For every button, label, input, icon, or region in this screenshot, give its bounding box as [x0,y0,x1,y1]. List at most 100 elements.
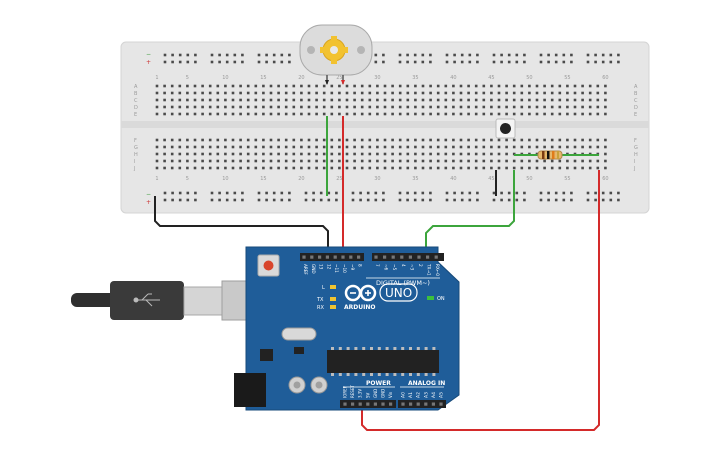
digital-pin-label: 8 [358,264,363,267]
digital-pin-label: 2 [418,264,423,267]
column-number: 50 [526,176,532,182]
power-pin-label: 3.3V [358,389,363,398]
power-header-label: POWER [366,380,391,387]
motor-gear-icon [320,36,348,64]
column-number: 1 [155,75,158,81]
row-letter: I [134,159,135,165]
usb-symbol-icon [133,293,160,307]
usb-cable [71,280,261,321]
analog-pin-label: A3 [423,392,429,398]
column-number: 15 [260,176,266,182]
column-number: 55 [564,75,570,81]
wire-black-gnd[interactable] [154,196,329,252]
analog-pin-label: A2 [416,392,422,398]
digital-pin-label: TX→1 [427,263,432,276]
row-letter: G [634,145,638,151]
power-pin-label: IOREF [343,385,348,398]
on-led-label: ON [437,296,445,302]
column-number: 60 [602,176,608,182]
row-letter: E [134,112,137,118]
digital-pin-label: ~6 [384,264,389,271]
column-number: 25 [336,176,342,182]
wires[interactable] [154,116,600,431]
rail-plus-bottom: + [146,199,151,206]
column-number: 60 [602,75,608,81]
column-number: 45 [488,176,494,182]
led-tx-label: TX [316,297,324,303]
power-pin-label: Vin [388,391,393,398]
dc-motor[interactable] [299,24,373,85]
digital-pin-label: ~5 [392,264,397,271]
column-number: 55 [564,176,570,182]
rail-plus-top: + [146,59,151,66]
column-number: 15 [260,75,266,81]
analog-header-label: ANALOG IN [408,380,445,387]
column-number: 50 [526,75,532,81]
breadboard-holes [155,53,620,202]
digital-pin-label: ~11 [334,264,339,273]
column-number: 30 [374,176,380,182]
digital-pin-label: GND [311,264,316,274]
column-number: 10 [222,176,228,182]
atmega-chip [327,347,439,376]
resistor[interactable] [537,150,563,160]
row-letter: H [134,152,138,158]
analog-pin-label: A4 [431,392,437,398]
analog-pin-label: A5 [439,392,445,398]
row-letter: A [134,84,138,90]
row-letter: H [634,152,638,158]
power-pin-label: GND [381,389,386,398]
digital-pin-label: 4 [401,264,406,267]
digital-pin-label: 13 [319,264,324,270]
power-pin-label: RESET [350,385,355,398]
row-letter: I [634,159,635,165]
column-number: 10 [222,75,228,81]
column-number: 40 [450,176,456,182]
digital-pin-label: ~9 [350,264,355,271]
column-number: 45 [488,75,494,81]
row-letter: F [134,138,137,144]
column-number: 20 [298,75,304,81]
row-letter: E [634,112,637,118]
row-letter: B [634,91,638,97]
digital-header-label: DIGITAL (PWM~) [376,279,430,287]
column-number: 5 [186,176,189,182]
wire-green-button[interactable] [425,170,515,252]
arduino-brand: ARDUINO [344,304,375,311]
digital-pin-label: ~3 [409,264,414,271]
row-letter: F [634,138,637,144]
column-number: 30 [374,75,380,81]
column-number: 35 [412,75,418,81]
row-letter: G [134,145,138,151]
column-number: 40 [450,75,456,81]
column-number: 20 [298,176,304,182]
analog-pin-label: A1 [408,392,414,398]
row-letter: D [134,105,138,111]
row-letter: C [634,98,638,104]
row-letter: A [634,84,638,90]
column-number: 35 [412,176,418,182]
digital-pin-label: 7 [375,264,380,267]
column-number: 5 [186,75,189,81]
rail-minus-top: − [146,51,151,58]
digital-pin-label: RX←0 [435,264,440,276]
power-pin-label: GND [373,389,378,398]
column-number: 25 [336,75,342,81]
bottom-header-pins [343,402,443,406]
row-letter: J [133,166,135,172]
row-letter: B [134,91,138,97]
pushbutton[interactable] [495,118,516,139]
reset-button[interactable] [257,254,280,277]
arduino-model: UNO [385,286,412,300]
digital-pin-label: ~10 [342,264,347,273]
wire-red-power[interactable] [361,170,600,431]
column-number: 1 [155,176,158,182]
